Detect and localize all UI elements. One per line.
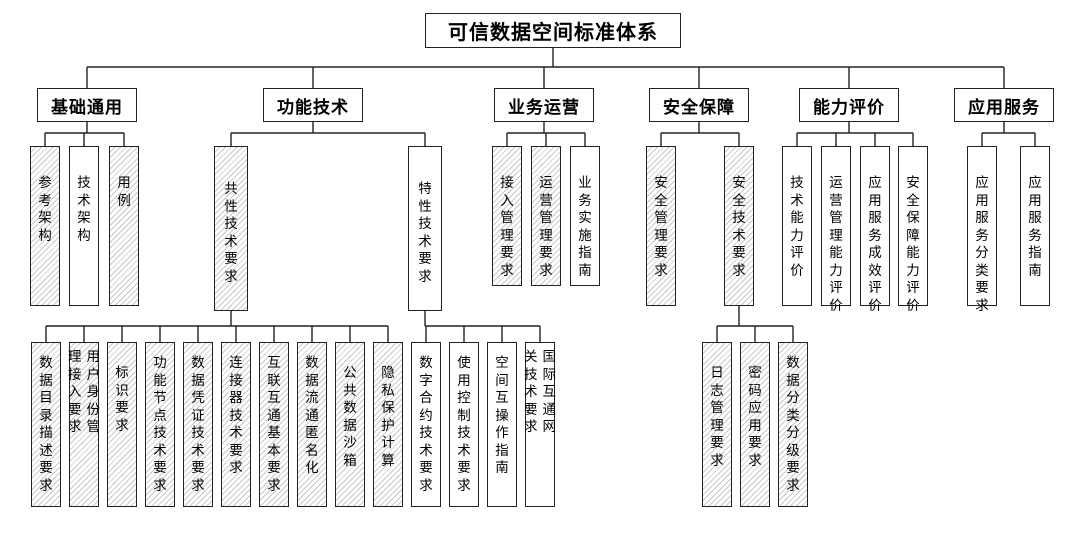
node-label: 日志管理要求 bbox=[710, 365, 724, 469]
leaf-2-1-6: 连接器技术要求 bbox=[221, 342, 251, 507]
leaf-4-2-2: 密码应用要求 bbox=[740, 342, 770, 507]
node-label: 国际互通网关技术要求 bbox=[524, 349, 556, 435]
node-label: 安全保障能力评价 bbox=[906, 175, 920, 314]
leaf-2-1-10: 隐私保护计算 bbox=[373, 342, 403, 507]
node-5-4: 安全保障能力评价 bbox=[898, 146, 928, 314]
node-label: 参考架构 bbox=[38, 175, 52, 244]
node-1-1: 参考架构 bbox=[30, 146, 60, 306]
leaf-2-1-8: 数据流通匿名化 bbox=[297, 342, 327, 507]
leaf-2-2-1: 数字合约技术要求 bbox=[411, 342, 441, 507]
category-3: 业务运营 bbox=[494, 88, 594, 122]
node-label: 运营管理能力评价 bbox=[829, 175, 843, 314]
node-label: 应用服务指南 bbox=[1028, 175, 1042, 279]
node-label: 连接器技术要求 bbox=[229, 355, 243, 476]
node-4-1: 安全管理要求 bbox=[646, 146, 676, 306]
node-label: 公共数据沙箱 bbox=[343, 365, 357, 469]
node-label: 技术能力评价 bbox=[790, 175, 804, 279]
leaf-4-2-3: 数据分类分级要求 bbox=[778, 342, 808, 507]
node-label: 业务实施指南 bbox=[578, 175, 592, 279]
leaf-2-2-2: 使用控制技术要求 bbox=[449, 342, 479, 507]
leaf-2-1-7: 互联互通基本要求 bbox=[259, 342, 289, 507]
node-label: 互联互通基本要求 bbox=[267, 355, 281, 494]
category-4: 安全保障 bbox=[649, 88, 749, 122]
node-label: 数据凭证技术要求 bbox=[191, 355, 205, 494]
node-5-2: 运营管理能力评价 bbox=[821, 146, 851, 314]
node-3-1: 接入管理要求 bbox=[492, 146, 522, 286]
node-2-2: 特性技术要求 bbox=[408, 146, 442, 311]
category-5: 能力评价 bbox=[799, 88, 899, 122]
node-5-1: 技术能力评价 bbox=[782, 146, 812, 306]
node-3-2: 运营管理要求 bbox=[531, 146, 561, 286]
node-label: 用例 bbox=[117, 175, 131, 209]
node-label: 功能节点技术要求 bbox=[153, 355, 167, 494]
node-label: 空间互操作指南 bbox=[495, 355, 509, 476]
node-label: 接入管理要求 bbox=[500, 175, 514, 279]
leaf-2-2-3: 空间互操作指南 bbox=[487, 342, 517, 507]
leaf-2-2-4: 国际互通网关技术要求 bbox=[524, 342, 556, 507]
node-label: 应用服务成效评价 bbox=[868, 175, 882, 314]
root-title: 可信数据空间标准体系 bbox=[425, 13, 681, 48]
node-label: 数据分类分级要求 bbox=[786, 355, 800, 494]
node-6-1: 应用服务分类要求 bbox=[967, 146, 997, 314]
node-4-2: 安全技术要求 bbox=[724, 146, 754, 306]
node-label: 数字合约技术要求 bbox=[419, 355, 433, 494]
node-1-3: 用例 bbox=[109, 146, 139, 306]
leaf-2-1-5: 数据凭证技术要求 bbox=[183, 342, 213, 507]
node-1-2: 技术架构 bbox=[69, 146, 99, 306]
node-label: 使用控制技术要求 bbox=[457, 355, 471, 494]
node-label: 共性技术要求 bbox=[224, 181, 238, 285]
node-label: 技术架构 bbox=[77, 175, 91, 244]
node-label: 安全管理要求 bbox=[654, 175, 668, 279]
node-label: 数据目录描述要求 bbox=[39, 355, 53, 494]
node-label: 标识要求 bbox=[115, 365, 129, 434]
node-label: 应用服务分类要求 bbox=[975, 175, 989, 314]
leaf-2-1-2: 用户身份管理接入要求 bbox=[68, 342, 100, 507]
category-1: 基础通用 bbox=[37, 88, 137, 122]
category-2: 功能技术 bbox=[263, 88, 363, 122]
node-label: 用户身份管理接入要求 bbox=[68, 349, 100, 435]
node-label: 数据流通匿名化 bbox=[305, 355, 319, 476]
node-label: 密码应用要求 bbox=[748, 365, 762, 469]
leaf-2-1-4: 功能节点技术要求 bbox=[145, 342, 175, 507]
leaf-4-2-1: 日志管理要求 bbox=[702, 342, 732, 507]
node-5-3: 应用服务成效评价 bbox=[860, 146, 890, 314]
node-label: 运营管理要求 bbox=[539, 175, 553, 279]
node-3-3: 业务实施指南 bbox=[570, 146, 600, 286]
node-label: 安全技术要求 bbox=[732, 175, 746, 279]
node-label: 特性技术要求 bbox=[418, 181, 432, 285]
leaf-2-1-9: 公共数据沙箱 bbox=[335, 342, 365, 507]
leaf-2-1-3: 标识要求 bbox=[107, 342, 137, 507]
node-label: 隐私保护计算 bbox=[381, 365, 395, 469]
category-6: 应用服务 bbox=[954, 88, 1054, 122]
node-2-1: 共性技术要求 bbox=[214, 146, 248, 311]
node-6-2: 应用服务指南 bbox=[1020, 146, 1050, 306]
leaf-2-1-1: 数据目录描述要求 bbox=[31, 342, 61, 507]
